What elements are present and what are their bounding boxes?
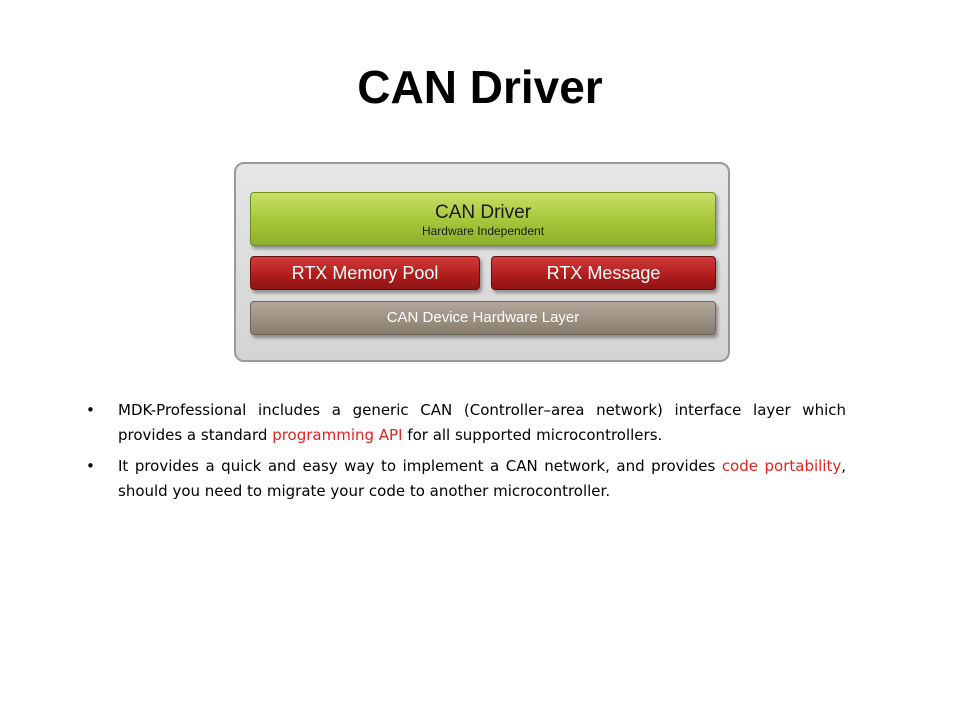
bullet-item: • MDK-Professional includes a generic CA… — [86, 398, 846, 448]
rtx-message-layer: RTX Message — [491, 256, 716, 290]
bullet-text: , should you need to migrate your code t… — [118, 457, 847, 500]
bullet-highlight: programming API — [272, 426, 403, 444]
architecture-diagram: CAN Driver Hardware Independent RTX Memo… — [234, 162, 730, 362]
hardware-layer: CAN Device Hardware Layer — [250, 301, 716, 335]
bullet-item: • It provides a quick and easy way to im… — [86, 454, 846, 504]
bullet-marker: • — [86, 457, 95, 475]
bullet-text: MDK-Professional includes a generic CAN … — [118, 401, 846, 444]
rtx-memory-pool-layer: RTX Memory Pool — [250, 256, 480, 290]
can-driver-layer-subtitle: Hardware Independent — [421, 224, 545, 238]
slide-title: CAN Driver — [357, 61, 603, 113]
bullet-highlight: code portability — [721, 457, 842, 475]
bullet-marker: • — [86, 401, 95, 419]
bullet-text: for all supported microcontrollers. — [402, 426, 663, 444]
bullet-text: It provides a quick and easy way to impl… — [118, 457, 722, 475]
can-driver-layer: CAN Driver Hardware Independent — [250, 192, 716, 246]
can-driver-layer-title: CAN Driver — [434, 202, 532, 223]
bullet-list: • MDK-Professional includes a generic CA… — [86, 398, 846, 510]
